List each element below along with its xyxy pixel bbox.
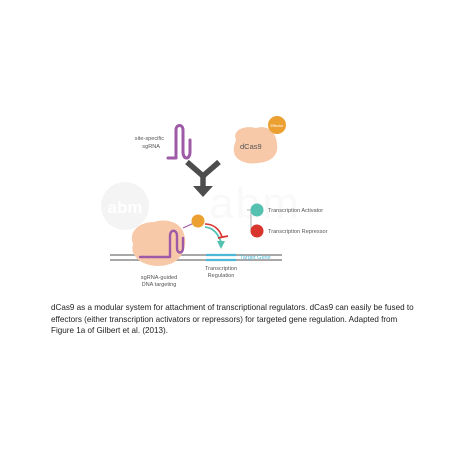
sgrna-label: site-specific sgRNA: [135, 136, 164, 150]
activator-circle: [250, 203, 264, 217]
target-gene-label: Target Gene: [240, 255, 271, 261]
activator-label: Transcription Activator: [268, 208, 323, 214]
repression-bar: [217, 235, 229, 239]
dna-targeting-line1: sgRNA-guided: [141, 275, 177, 281]
effector-options-bracket: [247, 208, 258, 232]
transcription-regulation-line1: Transcription: [205, 266, 237, 272]
transcription-regulation-line2: Regulation: [208, 273, 235, 279]
target-gene-segment: [206, 253, 236, 262]
activation-arrowhead: [217, 241, 225, 249]
free-sgrna: [166, 124, 192, 160]
dcas9-diagram: abm abm site-specific sgRNA dCas9 Effect…: [101, 116, 328, 288]
watermark-logo-text: abm: [209, 179, 301, 228]
bound-effector-circle: [191, 214, 205, 228]
effector-circle: [268, 116, 286, 134]
dcas9-protein: [233, 127, 278, 164]
activation-arrow: [204, 226, 222, 243]
repressor-circle: [250, 224, 264, 238]
abm-watermark: abm abm: [101, 179, 301, 230]
watermark-text: abm: [108, 198, 143, 217]
sgrna-label-line2: sgRNA: [142, 144, 160, 150]
repressor-label: Transcription Repressor: [268, 229, 328, 235]
combine-arrow: [185, 159, 221, 197]
dna-targeting-line2: DNA targeting: [142, 282, 177, 288]
figure-caption: dCas9 as a modular system for attachment…: [51, 303, 414, 335]
repression-arrow: [204, 223, 223, 238]
sgrna-label-line1: site-specific: [135, 136, 164, 142]
dcas9-label: dCas9: [240, 142, 262, 151]
bound-sgrna: [138, 229, 185, 259]
effector-label: Effector: [270, 124, 284, 128]
